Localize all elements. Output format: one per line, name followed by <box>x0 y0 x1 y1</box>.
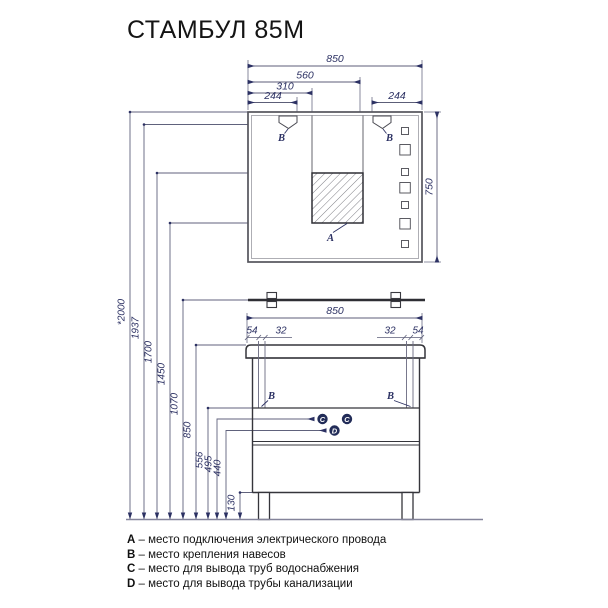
page-title: СТАМБУЛ 85М <box>127 16 305 44</box>
dim-mirror-socket: 310 <box>276 81 294 93</box>
shelf-holder-left <box>266 291 278 309</box>
hanging-rails <box>258 341 414 408</box>
vanity-front-view: B B C C D <box>245 341 426 521</box>
dim-vanity-32-left: 32 <box>275 326 287 337</box>
dim-vanity-width: 850 <box>326 305 344 317</box>
height-line-1070 <box>182 299 248 520</box>
height-cascade-bend-dots <box>128 110 242 494</box>
height-label-2000: *2000 <box>117 298 128 325</box>
vanity-dimensions: 850 54 32 32 54 <box>244 305 425 343</box>
bracket-notch-left <box>278 115 298 130</box>
height-line-440 <box>225 428 327 520</box>
legend-text-d: – место для вывода трубы канализации <box>138 577 353 590</box>
height-label-850: 850 <box>183 421 194 438</box>
drain-marker <box>329 425 340 436</box>
mirror-dimensions: 850 560 310 244 244 <box>247 53 423 118</box>
legend-item-b: B – место крепления навесов <box>127 548 386 563</box>
vanity-countertop <box>245 344 426 359</box>
label-b-mirror-right: B <box>385 133 393 144</box>
height-label-556: 556 <box>195 451 206 468</box>
height-line-1450 <box>169 222 312 520</box>
legend-text-b: – место крепления навесов <box>138 548 286 561</box>
mirror-front-view: A B B 750 <box>247 111 441 263</box>
vanity-leg-left <box>257 491 271 521</box>
height-labels: *2000 1937 1700 1450 1070 850 556 495 44… <box>117 298 238 511</box>
legend-key-c: C <box>127 563 136 576</box>
decor-squares-column <box>399 127 411 248</box>
height-label-130: 130 <box>227 494 238 511</box>
dim-mirror-bracket-left: 244 <box>263 90 282 102</box>
label-b-vanity-right: B <box>386 391 394 402</box>
height-label-495: 495 <box>204 455 215 472</box>
label-a-leader <box>332 223 348 233</box>
shelf-holder-right <box>390 291 402 309</box>
electrical-zone-square <box>311 172 364 224</box>
dim-mirror-width: 850 <box>326 53 344 65</box>
dim-mirror-inner: 560 <box>296 70 314 82</box>
dim-vanity-32-right: 32 <box>384 326 396 337</box>
height-label-1700: 1700 <box>144 340 155 363</box>
height-cascade-floor-arrows <box>127 512 243 520</box>
plumbing-markers: C C D <box>317 413 353 436</box>
legend-key-a: A <box>127 534 136 546</box>
height-line-850 <box>195 344 246 520</box>
bracket-notch-right <box>372 115 392 130</box>
height-label-1450: 1450 <box>157 362 168 385</box>
height-label-440: 440 <box>213 459 224 476</box>
label-d: D <box>332 426 338 435</box>
label-a: A <box>326 233 334 244</box>
dim-mirror-height-group: 750 <box>424 111 441 263</box>
dim-mirror-height: 750 <box>424 178 436 196</box>
vanity-leg-right <box>401 491 414 521</box>
label-b-mirror-left: B <box>277 133 285 144</box>
legend-key-d: D <box>127 577 136 590</box>
legend-item-c: C – место для вывода труб водоснабжения <box>127 562 386 577</box>
height-label-1070: 1070 <box>170 392 181 415</box>
legend: A – место подключения электрического про… <box>127 533 386 591</box>
legend-text-a: – место подключения электрического прово… <box>138 534 387 546</box>
legend-item-d: D – место для вывода трубы канализации <box>127 577 386 592</box>
shelf-front-view <box>248 291 425 309</box>
height-line-495 <box>216 416 315 520</box>
label-c1: C <box>320 415 326 424</box>
label-b-vanity-left: B <box>267 391 275 402</box>
vanity-body <box>251 358 421 494</box>
dim-vanity-54-right: 54 <box>412 326 424 337</box>
dim-mirror-bracket-right: 244 <box>387 90 406 102</box>
height-line-130 <box>239 492 259 520</box>
water-supply-marker-1 <box>317 413 328 425</box>
mirror-inner-frame <box>251 115 419 259</box>
legend-item-a: A – место подключения электрического про… <box>127 533 386 548</box>
water-supply-marker-2 <box>341 413 353 425</box>
legend-text-c: – место для вывода труб водоснабжения <box>138 563 359 576</box>
label-c2: C <box>344 415 350 424</box>
dim-vanity-54-left: 54 <box>246 326 258 337</box>
legend-key-b: B <box>127 548 136 561</box>
height-label-1937: 1937 <box>131 316 142 339</box>
